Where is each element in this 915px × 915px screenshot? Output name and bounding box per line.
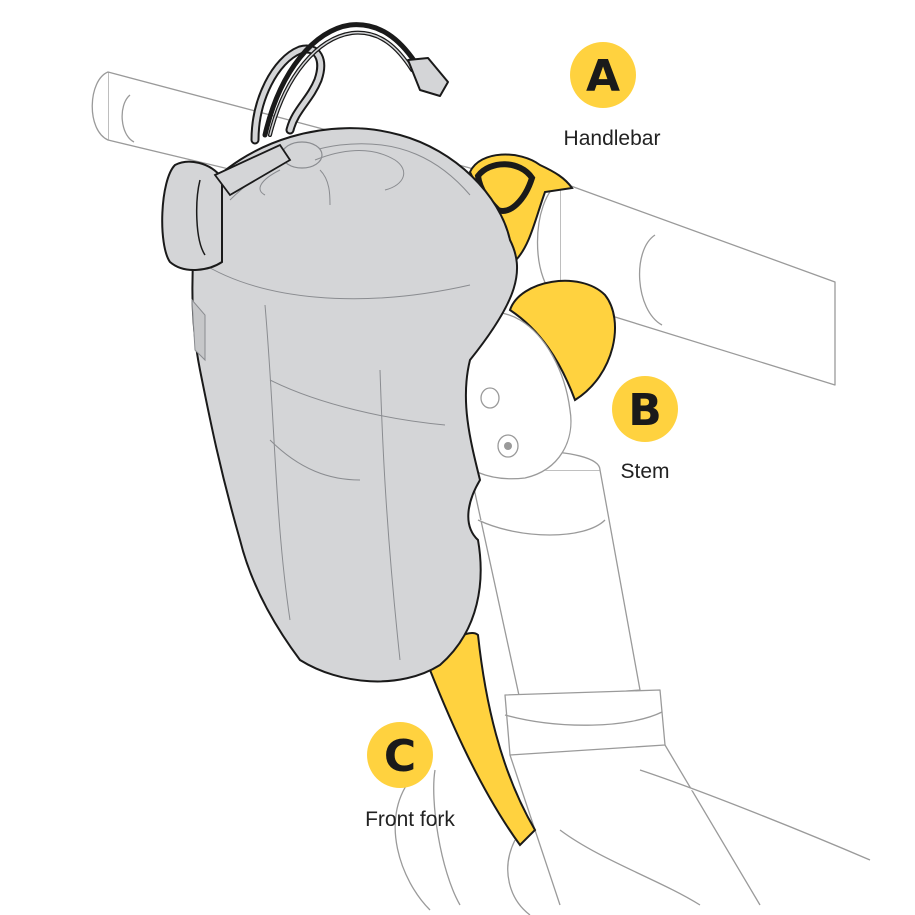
label-front-fork: C Front fork: [365, 722, 455, 831]
label-handlebar: A Handlebar: [564, 42, 661, 150]
label-stem: B Stem: [612, 376, 678, 483]
stem-bag-illustration: [161, 22, 518, 683]
badge-c: [367, 722, 433, 788]
caption-front-fork: Front fork: [365, 808, 455, 831]
badge-b-letter: B: [628, 385, 662, 436]
badge-a-letter: A: [586, 51, 620, 102]
fork-strap: [428, 632, 537, 847]
badge-b: [612, 376, 678, 442]
caption-stem: Stem: [620, 460, 669, 483]
front-fork-illustration: [394, 450, 871, 915]
badge-a: [570, 42, 636, 108]
caption-handlebar: Handlebar: [564, 127, 661, 150]
badge-c-letter: C: [384, 731, 416, 782]
